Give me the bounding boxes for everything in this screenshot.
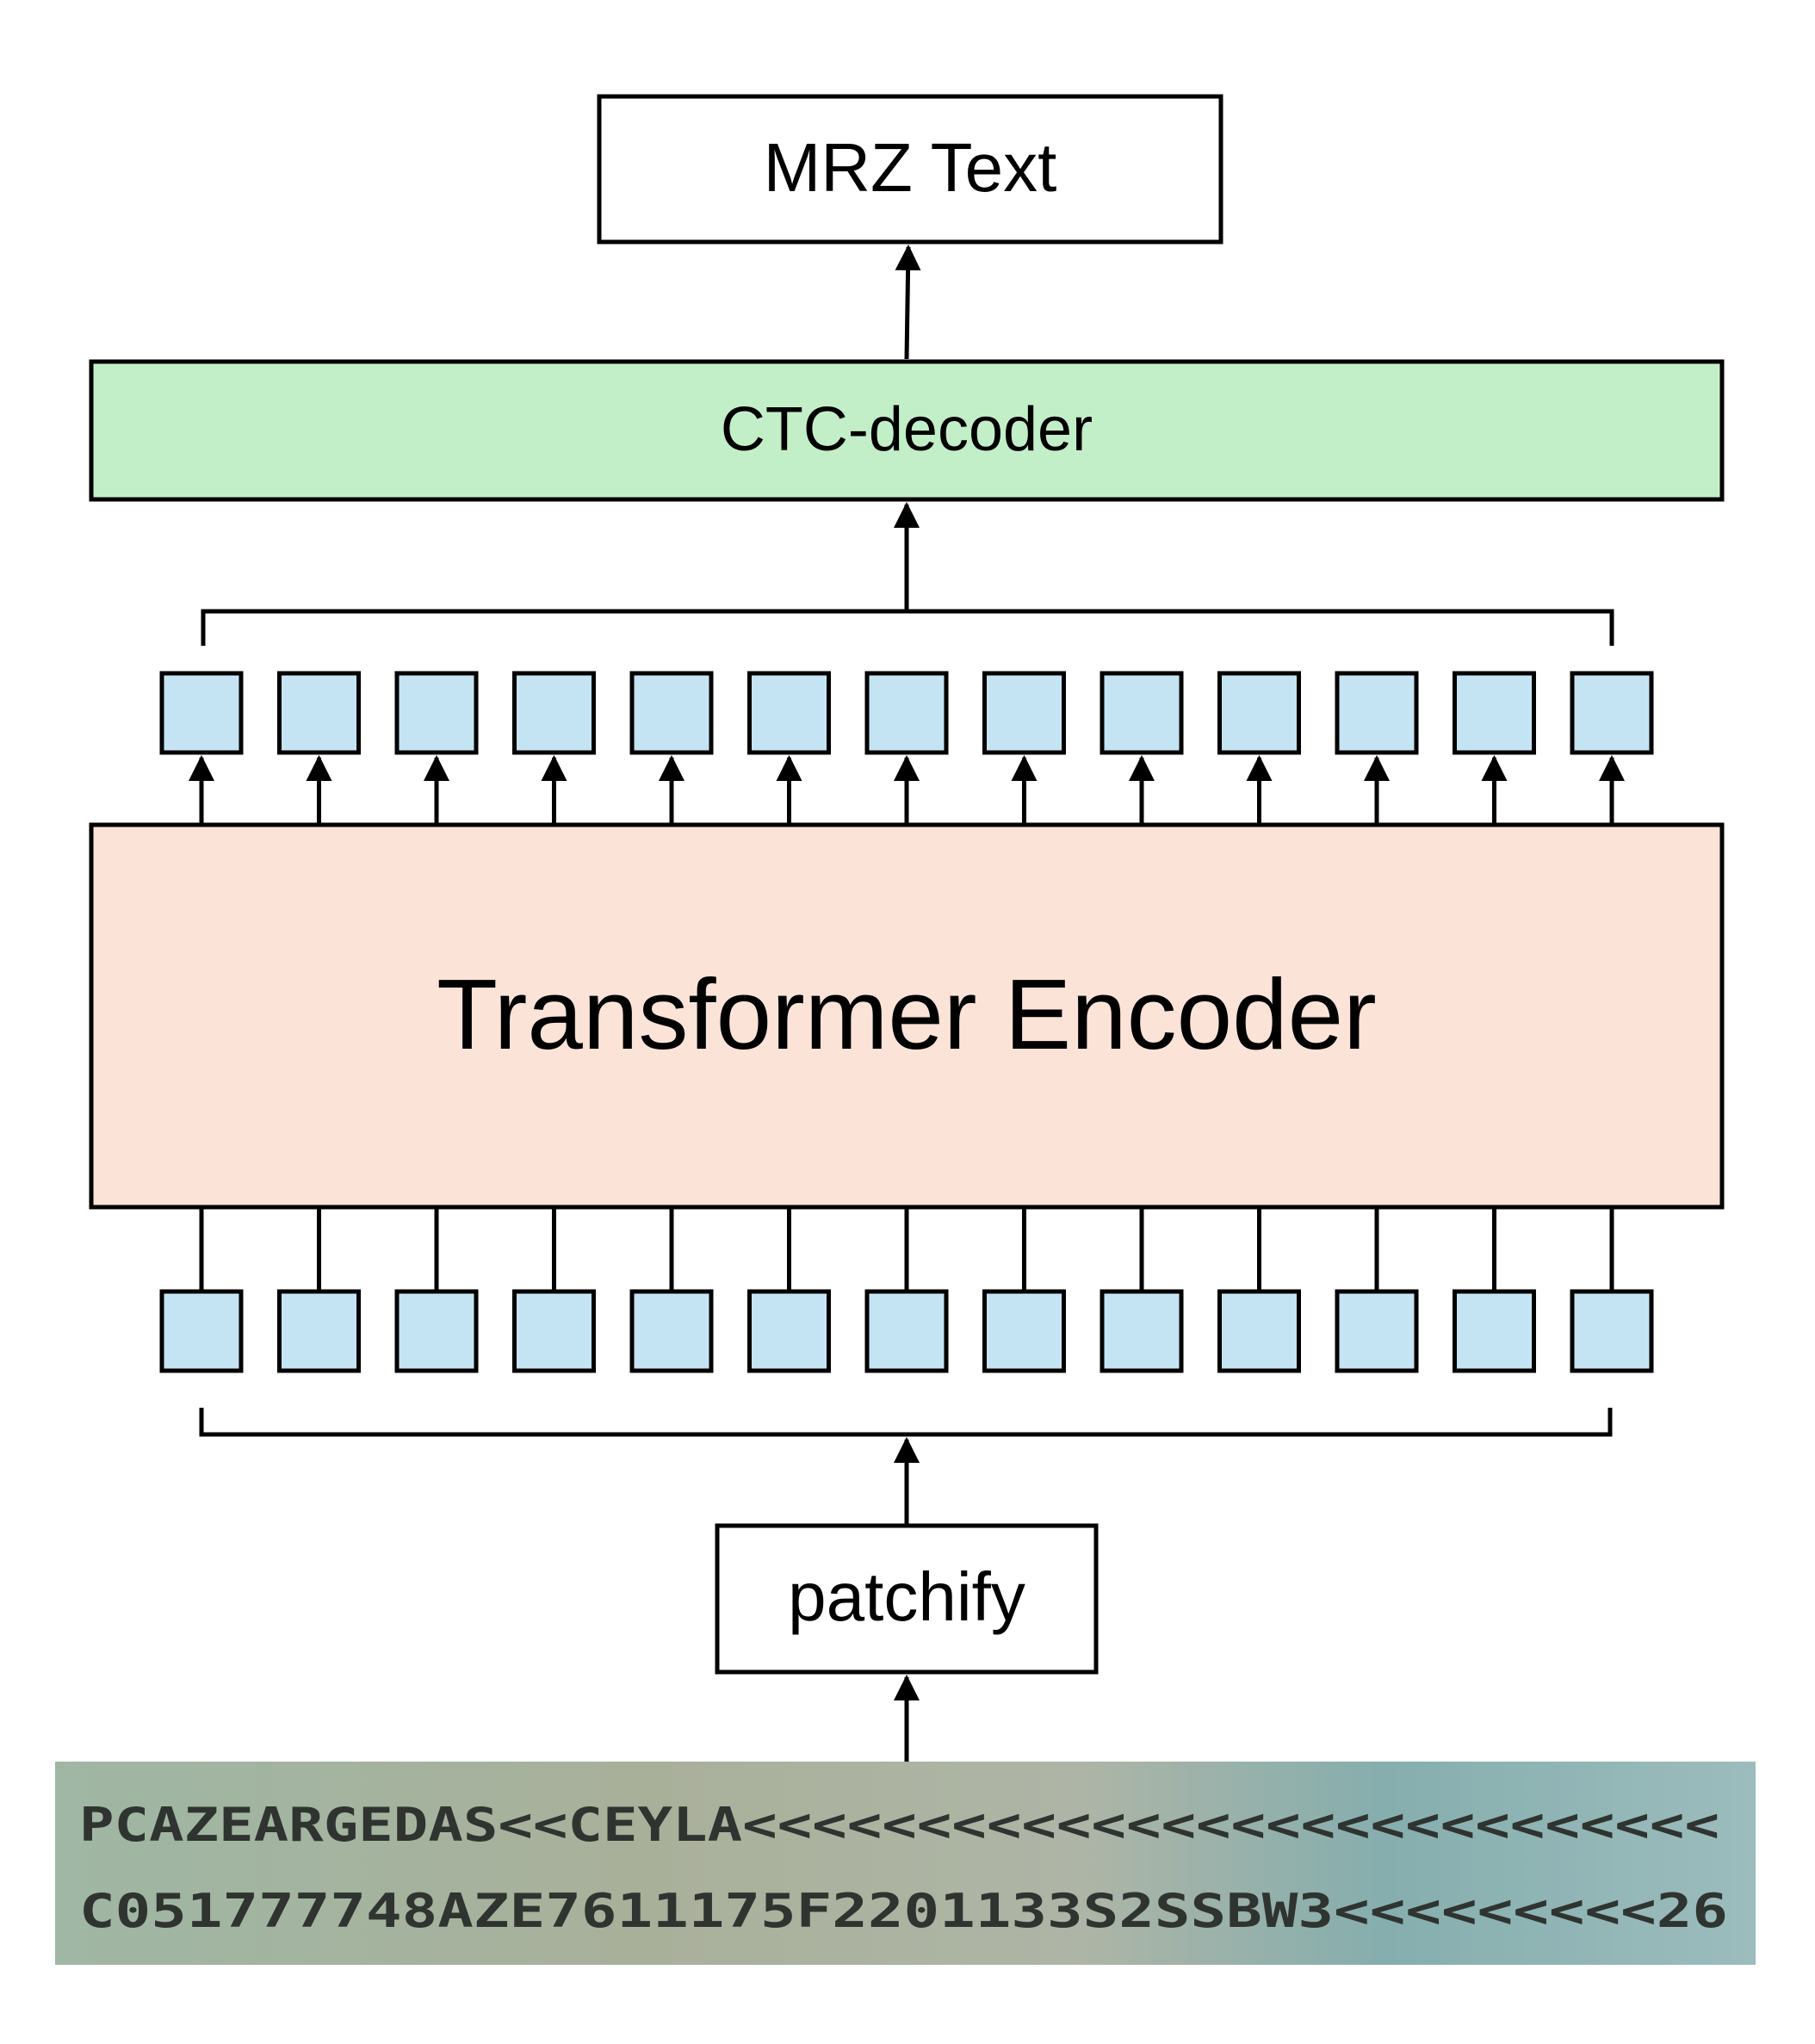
- ctc-decoder-label: CTC-decoder: [721, 395, 1093, 464]
- mrz-input-image: PCAZEARGEDAS<<CEYLA<<<<<<<<<<<<<<<<<<<<<…: [55, 1762, 1756, 1965]
- input-tokens-bracket: [199, 1408, 1613, 1437]
- patchify-label: patchify: [788, 1558, 1025, 1635]
- input-token-12: [1453, 1289, 1536, 1373]
- mrz-text-output-box: MRZ Text: [597, 94, 1223, 245]
- mrz-line-1: PCAZEARGEDAS<<CEYLA<<<<<<<<<<<<<<<<<<<<<…: [79, 1798, 1719, 1852]
- output-token-5: [629, 671, 714, 755]
- output-token-13: [1570, 671, 1654, 755]
- output-token-3: [394, 671, 479, 755]
- input-token-8: [982, 1289, 1066, 1373]
- output-token-8: [982, 671, 1066, 755]
- input-token-1: [159, 1289, 244, 1373]
- output-token-2: [277, 671, 361, 755]
- ctc-decoder-box: CTC-decoder: [89, 359, 1725, 502]
- output-tokens-row: [159, 671, 1654, 823]
- input-token-10: [1217, 1289, 1301, 1373]
- output-token-1: [159, 671, 244, 755]
- patchify-box: patchify: [715, 1523, 1099, 1675]
- output-token-12: [1453, 671, 1536, 755]
- output-tokens-bracket: [201, 609, 1614, 646]
- arrow-ctc-to-output: [895, 245, 921, 360]
- transformer-encoder-label: Transformer Encoder: [437, 958, 1377, 1070]
- input-token-2: [277, 1289, 361, 1373]
- output-token-11: [1335, 671, 1419, 755]
- input-token-4: [512, 1289, 596, 1373]
- transformer-encoder-box: Transformer Encoder: [89, 822, 1725, 1210]
- output-token-6: [747, 671, 831, 755]
- mrz-line-2: C051777748AZE7611175F2201133S2SSBW3<<<<<…: [79, 1884, 1728, 1938]
- input-token-11: [1335, 1289, 1419, 1373]
- input-token-13: [1570, 1289, 1654, 1373]
- mrz-text-label: MRZ Text: [764, 129, 1057, 206]
- output-token-4: [512, 671, 596, 755]
- input-token-5: [629, 1289, 714, 1373]
- output-token-10: [1217, 671, 1301, 755]
- input-token-3: [394, 1289, 479, 1373]
- output-token-7: [864, 671, 949, 755]
- input-token-6: [747, 1289, 831, 1373]
- input-tokens-row: [159, 1207, 1654, 1373]
- input-token-9: [1100, 1289, 1184, 1373]
- output-token-9: [1100, 671, 1184, 755]
- input-token-7: [864, 1289, 949, 1373]
